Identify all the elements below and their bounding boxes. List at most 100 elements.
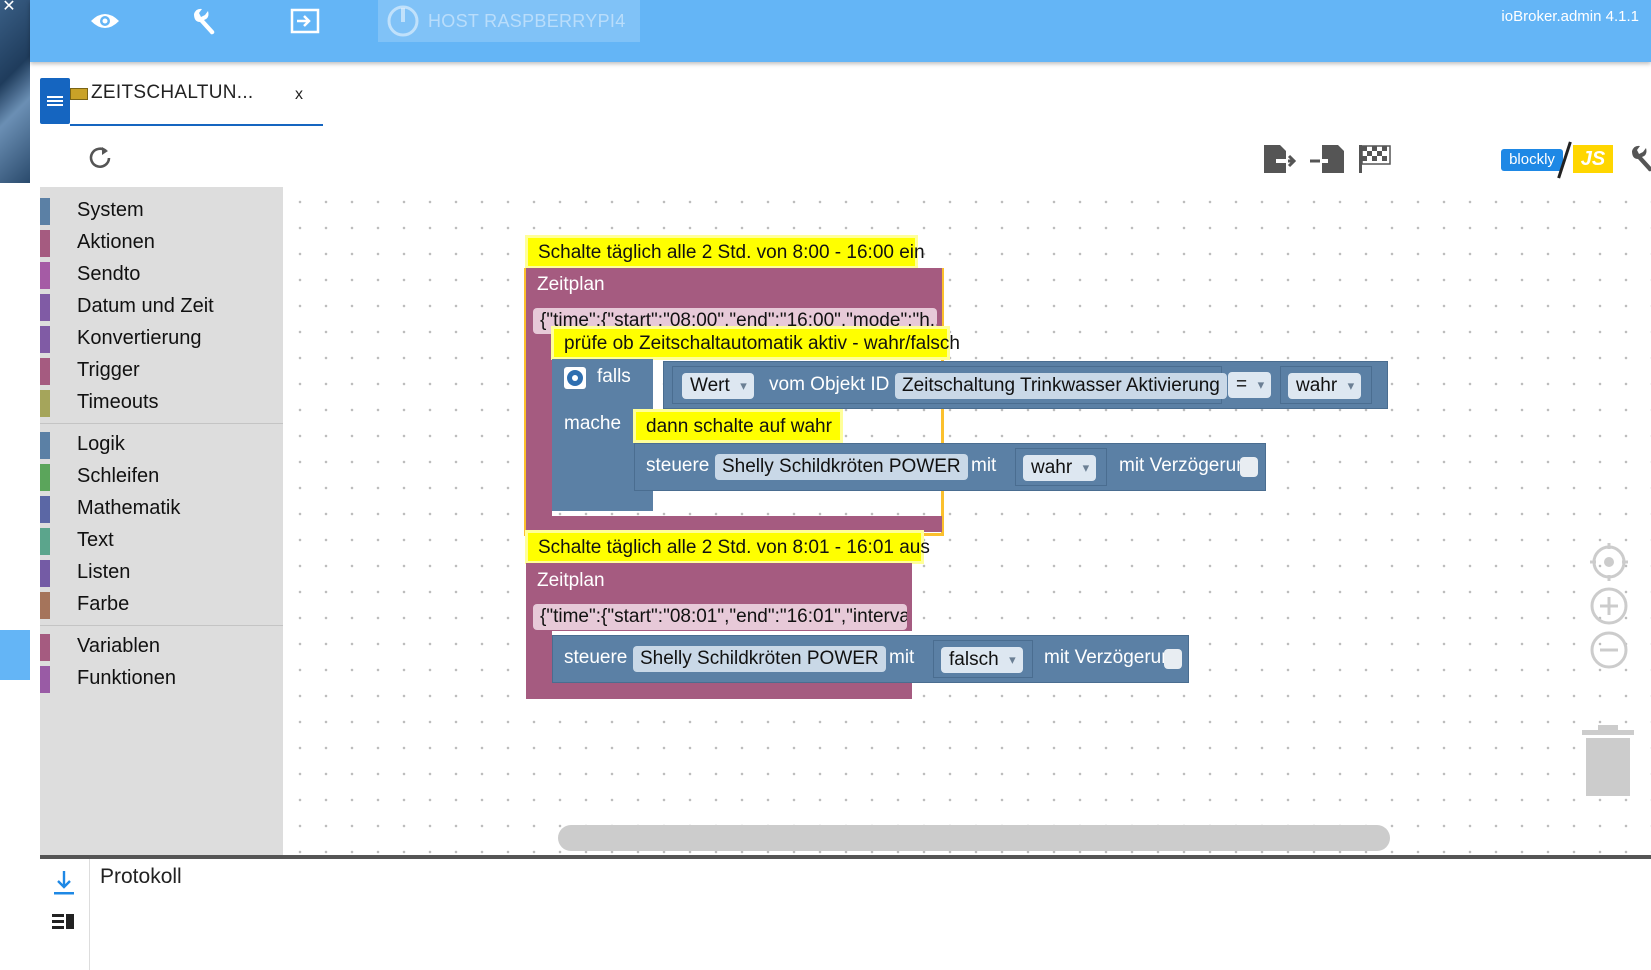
toolbox-category-mathematik[interactable]: Mathematik [40, 492, 283, 524]
category-color [40, 358, 50, 385]
toolbox-category-text[interactable]: Text [40, 524, 283, 556]
category-label: Schleifen [77, 465, 160, 487]
editor-toolbar: blockly JS [40, 133, 1651, 187]
refresh-icon [89, 147, 111, 168]
schedule-title: Zeitplan [537, 274, 605, 295]
close-icon: ✕ [2, 0, 16, 15]
trash-can[interactable] [1580, 722, 1636, 798]
block-comment[interactable]: Schalte täglich alle 2 Std. von 8:00 - 1… [525, 235, 925, 269]
category-color [40, 464, 50, 491]
blockly-js-toggle[interactable]: blockly JS [1485, 141, 1615, 179]
wrench-icon[interactable] [180, 0, 230, 42]
settings-button[interactable] [1628, 143, 1651, 173]
control-block[interactable]: steuere Shelly Schildkröten POWER mit fa… [552, 635, 1189, 683]
toolbox-category-variablen[interactable]: Variablen [40, 630, 283, 662]
import-icon [1310, 145, 1344, 173]
category-color [40, 230, 50, 257]
block-comment[interactable]: prüfe ob Zeitschaltautomatik aktiv - wah… [551, 326, 960, 360]
checkered-flag-icon [1359, 145, 1391, 173]
boolean-block[interactable]: wahr [1280, 366, 1372, 404]
category-color [40, 294, 50, 321]
menu-icon [47, 96, 63, 106]
menu-button[interactable] [40, 78, 70, 124]
toolbox-category-system[interactable]: System [40, 194, 283, 226]
toolbox-category-trigger[interactable]: Trigger [40, 354, 283, 386]
toolbox-category-sendto[interactable]: Sendto [40, 258, 283, 290]
checkered-flag-button[interactable] [1356, 141, 1394, 177]
target-icon [1590, 543, 1628, 581]
download-icon[interactable] [52, 869, 76, 902]
category-label: Farbe [77, 593, 130, 615]
wert-dropdown[interactable]: Wert [682, 373, 754, 399]
blockly-workspace[interactable]: Schalte täglich alle 2 Std. von 8:00 - 1… [283, 187, 1651, 855]
get-value-block[interactable]: Wert vom Objekt ID Zeitschaltung Trinkwa… [672, 366, 1227, 404]
zoom-in-button[interactable] [1590, 587, 1628, 630]
toolbox-category-konvertierung[interactable]: Konvertierung [40, 322, 283, 354]
compare-block[interactable]: Wert vom Objekt ID Zeitschaltung Trinkwa… [663, 361, 1388, 409]
toolbox-category-timeouts[interactable]: Timeouts [40, 386, 283, 418]
schedule-block-footer [526, 516, 942, 532]
object-id-field[interactable]: Zeitschaltung Trinkwasser Aktivierung [895, 373, 1227, 399]
recenter-button[interactable] [1590, 543, 1628, 586]
export-button[interactable] [1260, 141, 1298, 177]
category-color [40, 666, 50, 693]
if-label: falls [597, 366, 631, 387]
schedule-block-body [526, 334, 552, 516]
category-label: Text [77, 529, 114, 551]
logout-icon[interactable] [280, 0, 330, 42]
toolbox-category-schleifen[interactable]: Schleifen [40, 460, 283, 492]
delay-checkbox[interactable] [1240, 457, 1258, 477]
import-button[interactable] [1308, 141, 1346, 177]
tab-zeitschaltung[interactable]: ZEITSCHALTUN... x [70, 78, 323, 126]
schedule-value-field[interactable]: {"time":{"start":"08:01","end":"16:01","… [533, 604, 907, 630]
log-splitter[interactable] [40, 855, 1651, 859]
toolbox-category-aktionen[interactable]: Aktionen [40, 226, 283, 258]
power-icon [387, 5, 419, 37]
compare-value-dropdown[interactable]: wahr [1288, 373, 1362, 399]
schedule-value-field[interactable]: {"time":{"start":"08:00","end":"16:00","… [533, 308, 937, 334]
refresh-button[interactable] [85, 143, 115, 173]
value-dropdown[interactable]: falsch [941, 647, 1023, 673]
schedule-block-body [526, 631, 552, 681]
object-id-label: vom Objekt ID [769, 374, 890, 395]
category-color [40, 528, 50, 555]
export-icon [1264, 145, 1297, 173]
toolbox-category-listen[interactable]: Listen [40, 556, 283, 588]
delay-label: mit Verzögerung [1119, 455, 1258, 476]
category-label: Mathematik [77, 497, 181, 519]
schedule-block[interactable]: Zeitplan {"time":{"start":"08:01","end":… [526, 563, 912, 631]
host-selector[interactable]: HOST RASPBERRYPI4 [378, 0, 640, 42]
delay-label: mit Verzögerung [1044, 647, 1183, 668]
boolean-block[interactable]: falsch [933, 640, 1033, 678]
if-block-footer [552, 491, 646, 511]
delay-checkbox[interactable] [1164, 649, 1182, 669]
category-color [40, 496, 50, 523]
log-sidebar [40, 859, 90, 970]
log-filter-icon[interactable] [50, 911, 76, 938]
block-comment[interactable]: Schalte täglich alle 2 Std. von 8:01 - 1… [525, 530, 930, 564]
toolbox-category-datum-und-zeit[interactable]: Datum und Zeit [40, 290, 283, 322]
gear-icon[interactable] [564, 367, 586, 389]
block-comment[interactable]: dann schalte auf wahr [633, 409, 843, 443]
log-title: Protokoll [100, 865, 182, 888]
host-label: HOST RASPBERRYPI4 [428, 10, 626, 31]
schedule-block[interactable]: Zeitplan {"time":{"start":"08:00","end":… [526, 268, 942, 334]
category-label: Logik [77, 433, 125, 455]
workspace-horizontal-scrollbar[interactable] [558, 825, 1390, 851]
toolbox-category-funktionen[interactable]: Funktionen [40, 662, 283, 694]
value-dropdown[interactable]: wahr [1023, 455, 1097, 481]
control-label: steuere [564, 647, 628, 668]
eye-icon[interactable] [80, 0, 130, 42]
toolbox-category-logik[interactable]: Logik [40, 428, 283, 460]
control-target-field[interactable]: Shelly Schildkröten POWER [633, 646, 886, 672]
operator-dropdown[interactable]: = [1228, 372, 1272, 398]
boolean-block[interactable]: wahr [1015, 448, 1107, 486]
toolbox-separator [40, 423, 283, 424]
category-label: Datum und Zeit [77, 295, 214, 317]
tab-close-button[interactable]: x [295, 86, 303, 103]
control-block[interactable]: steuere Shelly Schildkröten POWER mit wa… [634, 443, 1266, 491]
zoom-out-button[interactable] [1590, 631, 1628, 674]
category-color [40, 262, 50, 289]
control-target-field[interactable]: Shelly Schildkröten POWER [715, 454, 968, 480]
toolbox-category-farbe[interactable]: Farbe [40, 588, 283, 620]
